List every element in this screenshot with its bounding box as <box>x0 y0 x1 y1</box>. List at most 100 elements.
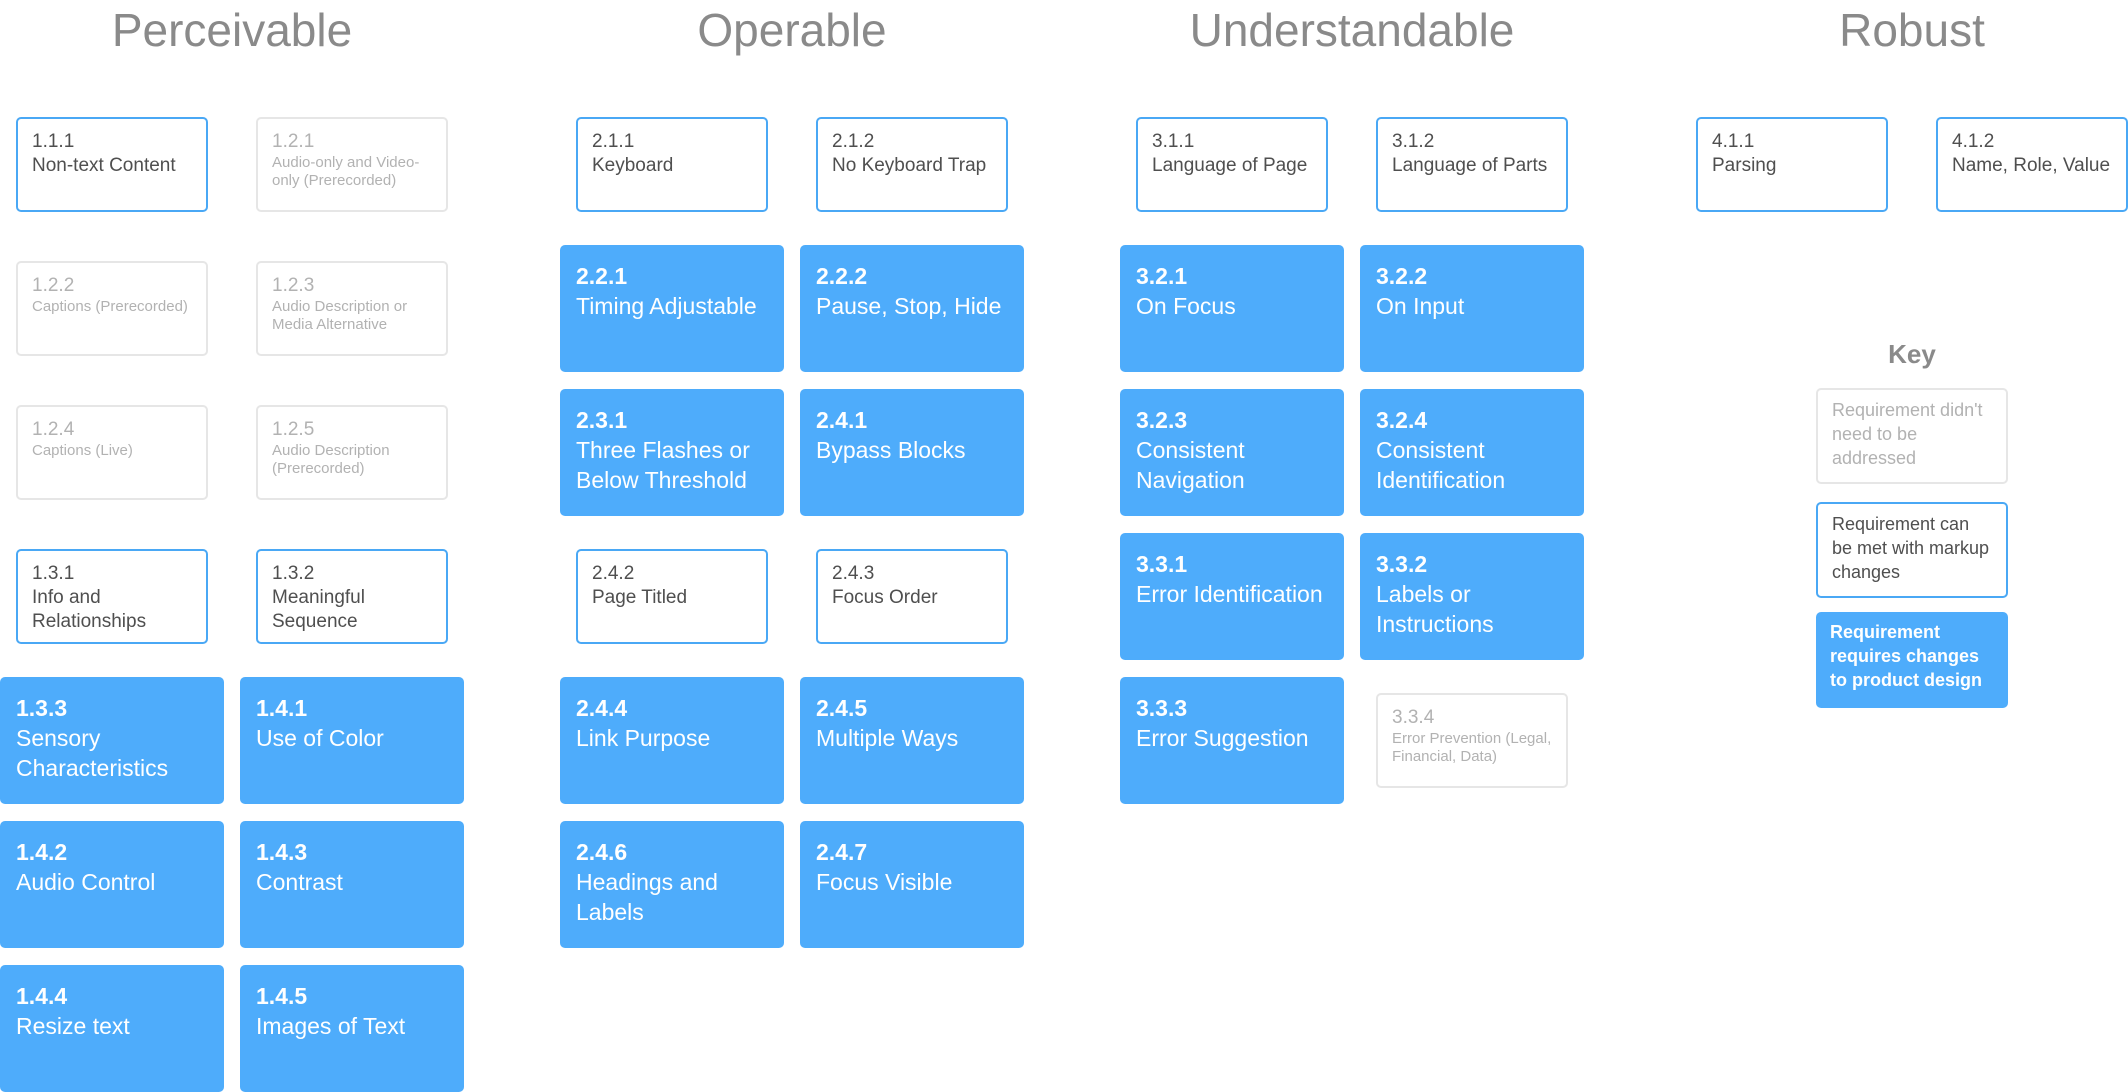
key-markup-changes: Requirement can be met with markup chang… <box>1816 502 2008 598</box>
criterion-number: 3.3.2 <box>1376 551 1428 577</box>
criterion-label: Resize text <box>16 1013 130 1039</box>
criterion-1-4-3: 1.4.3 Contrast <box>240 821 464 948</box>
criterion-2-4-4: 2.4.4 Link Purpose <box>560 677 784 804</box>
criterion-number: 3.1.1 <box>1152 131 1195 152</box>
criterion-number: 3.2.3 <box>1136 407 1188 433</box>
criterion-1-3-1: 1.3.1 Info and Relationships <box>16 549 208 644</box>
criterion-number: 1.4.4 <box>16 983 68 1009</box>
criterion-number: 2.4.4 <box>576 695 628 721</box>
criterion-label: Error Suggestion <box>1136 725 1309 751</box>
criterion-label: Consistent Identification <box>1376 437 1506 493</box>
criterion-label: Info and Relationships <box>32 587 147 632</box>
criterion-2-4-7: 2.4.7 Focus Visible <box>800 821 1024 948</box>
criterion-2-2-1: 2.2.1 Timing Adjustable <box>560 245 784 372</box>
criterion-3-2-4: 3.2.4 Consistent Identification <box>1360 389 1584 516</box>
criterion-number: 3.1.2 <box>1392 131 1435 152</box>
criterion-label: Captions (Prerecorded) <box>32 298 188 315</box>
heading-robust: Robust <box>1839 4 1985 56</box>
criterion-1-2-4: 1.2.4 Captions (Live) <box>16 405 208 500</box>
criterion-label: Audio Description or Media Alternative <box>272 298 408 333</box>
criterion-label: Audio Description (Prerecorded) <box>272 442 390 477</box>
key-product-design: Requirement requires changes to product … <box>1816 612 2008 708</box>
criterion-number: 2.4.6 <box>576 839 628 865</box>
heading-perceivable: Perceivable <box>111 4 353 56</box>
criterion-number: 1.2.1 <box>272 131 315 152</box>
criterion-number: 2.1.1 <box>592 131 635 152</box>
criterion-label: Three Flashes or Below Threshold <box>576 437 750 493</box>
criterion-1-3-2: 1.3.2 Meaningful Sequence <box>256 549 448 644</box>
criterion-label: Meaningful Sequence <box>272 587 365 632</box>
criterion-number: 2.2.1 <box>576 263 628 289</box>
criterion-1-4-4: 1.4.4 Resize text <box>0 965 224 1092</box>
criterion-2-4-2: 2.4.2 Page Titled <box>576 549 768 644</box>
criterion-1-1-1: 1.1.1 Non-text Content <box>16 117 208 212</box>
criterion-3-2-3: 3.2.3 Consistent Navigation <box>1120 389 1344 516</box>
criterion-1-4-2: 1.4.2 Audio Control <box>0 821 224 948</box>
key-not-addressed: Requirement didn't need to be addressed <box>1816 388 2008 484</box>
criterion-number: 4.1.1 <box>1712 131 1755 152</box>
criterion-number: 1.4.5 <box>256 983 308 1009</box>
criterion-3-3-1: 3.3.1 Error Identification <box>1120 533 1344 660</box>
criterion-number: 2.4.5 <box>816 695 868 721</box>
criterion-label: Non-text Content <box>32 155 176 176</box>
criterion-2-4-3: 2.4.3 Focus Order <box>816 549 1008 644</box>
criterion-4-1-2: 4.1.2 Name, Role, Value <box>1936 117 2128 212</box>
criterion-label: On Focus <box>1136 293 1236 319</box>
criterion-label: Focus Visible <box>816 869 953 895</box>
criterion-2-1-1: 2.1.1 Keyboard <box>576 117 768 212</box>
criterion-number: 1.4.2 <box>16 839 68 865</box>
criterion-1-2-1: 1.2.1 Audio-only and Video-only (Prereco… <box>256 117 448 212</box>
criterion-label: Sensory Characteristics <box>16 725 169 781</box>
criterion-number: 3.2.2 <box>1376 263 1428 289</box>
criterion-3-3-2: 3.3.2 Labels or Instructions <box>1360 533 1584 660</box>
criterion-number: 2.4.1 <box>816 407 868 433</box>
criterion-label: Consistent Navigation <box>1136 437 1245 493</box>
criterion-number: 2.2.2 <box>816 263 868 289</box>
criterion-number: 1.2.2 <box>32 275 75 296</box>
criterion-label: Page Titled <box>592 587 688 608</box>
criterion-4-1-1: 4.1.1 Parsing <box>1696 117 1888 212</box>
criterion-1-4-5: 1.4.5 Images of Text <box>240 965 464 1092</box>
criterion-label: Link Purpose <box>576 725 711 751</box>
criterion-label: No Keyboard Trap <box>832 155 987 176</box>
criterion-number: 1.2.5 <box>272 419 315 440</box>
key-title: Key <box>1888 339 1936 369</box>
criterion-3-1-1: 3.1.1 Language of Page <box>1136 117 1328 212</box>
criterion-label: Pause, Stop, Hide <box>816 293 1002 319</box>
criterion-1-2-3: 1.2.3 Audio Description or Media Alterna… <box>256 261 448 356</box>
criterion-label: Use of Color <box>256 725 384 751</box>
criterion-label: Keyboard <box>592 155 674 176</box>
criterion-2-3-1: 2.3.1 Three Flashes or Below Threshold <box>560 389 784 516</box>
criterion-number: 1.3.3 <box>16 695 68 721</box>
criterion-label: Error Identification <box>1136 581 1323 607</box>
criterion-number: 1.4.3 <box>256 839 308 865</box>
criterion-label: Audio Control <box>16 869 156 895</box>
criterion-3-1-2: 3.1.2 Language of Parts <box>1376 117 1568 212</box>
criterion-number: 3.3.3 <box>1136 695 1188 721</box>
criterion-3-3-4: 3.3.4 Error Prevention (Legal, Financial… <box>1376 693 1568 788</box>
criterion-label: Headings and Labels <box>576 869 718 925</box>
criterion-label: Error Prevention (Legal, Financial, Data… <box>1392 730 1552 765</box>
criterion-label: Audio-only and Video-only (Prerecorded) <box>272 154 420 189</box>
criterion-number: 1.3.2 <box>272 563 315 584</box>
criterion-label: Name, Role, Value <box>1952 155 2111 176</box>
criterion-number: 1.3.1 <box>32 563 75 584</box>
criterion-number: 2.4.7 <box>816 839 868 865</box>
criterion-number: 1.1.1 <box>32 131 75 152</box>
criterion-2-2-2: 2.2.2 Pause, Stop, Hide <box>800 245 1024 372</box>
criterion-label: Timing Adjustable <box>576 293 757 319</box>
criterion-2-1-2: 2.1.2 No Keyboard Trap <box>816 117 1008 212</box>
criterion-label: On Input <box>1376 293 1465 319</box>
criterion-label: Contrast <box>256 869 343 895</box>
criterion-number: 1.4.1 <box>256 695 308 721</box>
criterion-number: 4.1.2 <box>1952 131 1995 152</box>
criterion-number: 1.2.3 <box>272 275 315 296</box>
criterion-1-2-5: 1.2.5 Audio Description (Prerecorded) <box>256 405 448 500</box>
criterion-1-3-3: 1.3.3 Sensory Characteristics <box>0 677 224 804</box>
criterion-number: 3.2.1 <box>1136 263 1188 289</box>
criterion-1-4-1: 1.4.1 Use of Color <box>240 677 464 804</box>
criterion-label: Focus Order <box>832 587 938 608</box>
criterion-number: 2.4.2 <box>592 563 635 584</box>
criterion-2-4-1: 2.4.1 Bypass Blocks <box>800 389 1024 516</box>
criterion-number: 1.2.4 <box>32 419 75 440</box>
